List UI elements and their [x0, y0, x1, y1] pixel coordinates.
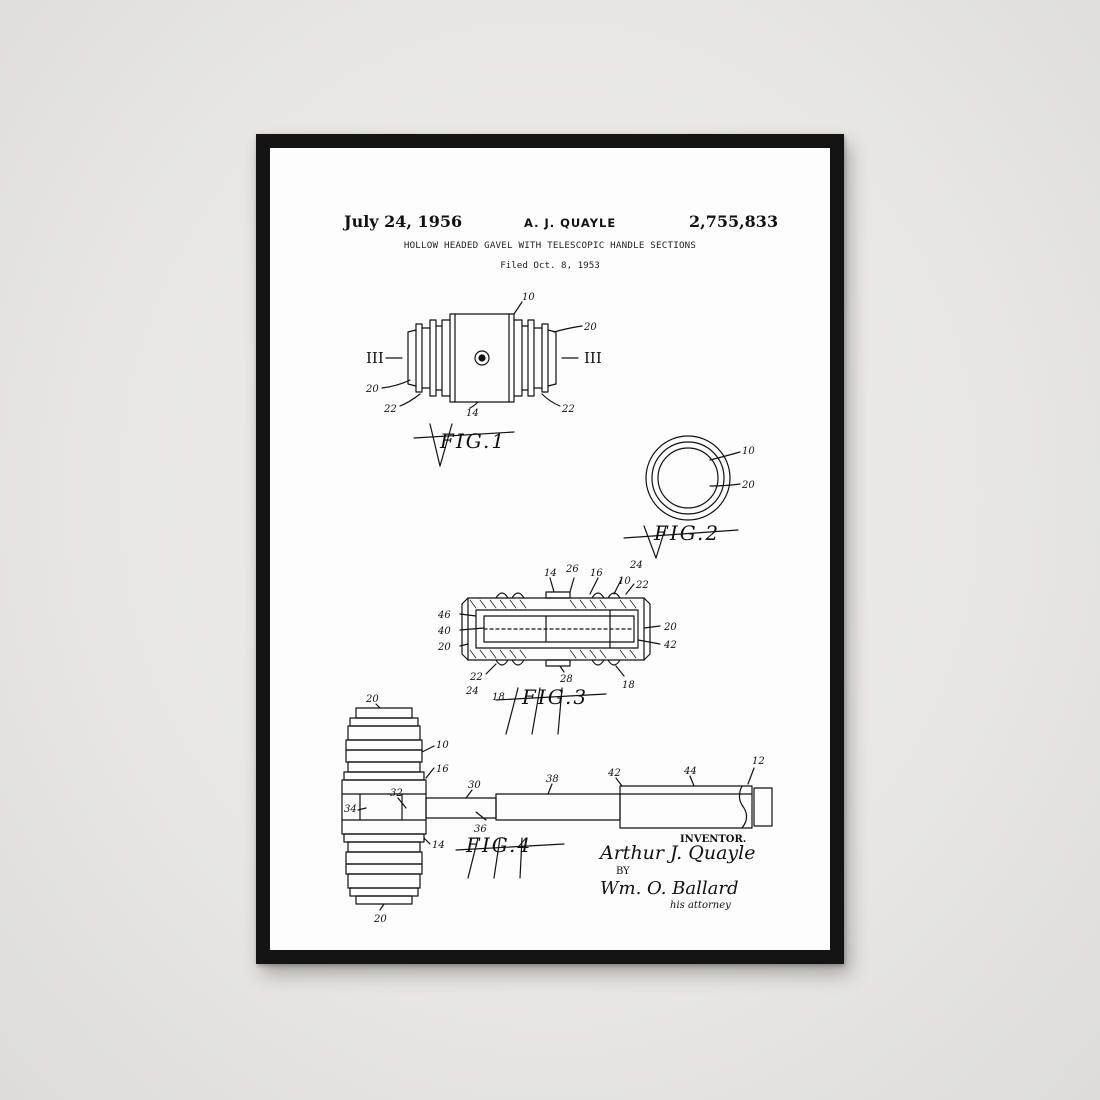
figure-3-gavel-head-section	[459, 577, 661, 677]
fig4-label-32: 32	[390, 788, 403, 799]
fig4-label-12: 12	[752, 756, 765, 767]
fig3-label-20b: 20	[663, 622, 677, 633]
patent-filed-date: Filed Oct. 8, 1953	[500, 260, 600, 271]
fig4-label-36: 36	[474, 824, 487, 835]
fig1-label-22a: 22	[383, 404, 397, 415]
fig1-label-14: 14	[466, 408, 479, 419]
fig2-label-20: 20	[741, 480, 755, 491]
fig2-caption: FIG.2	[653, 521, 720, 545]
fig4-label-44: 44	[683, 766, 697, 777]
fig3-label-18a: 18	[492, 692, 505, 703]
patent-title: HOLLOW HEADED GAVEL WITH TELESCOPIC HAND…	[403, 240, 697, 251]
fig3-label-20a: 20	[437, 642, 451, 653]
fig3-label-46: 46	[437, 610, 451, 621]
fig3-label-26: 26	[565, 564, 579, 575]
fig3-label-18b: 18	[622, 680, 635, 691]
fig1-caption-lines	[413, 423, 515, 467]
fig4-label-16: 16	[436, 764, 449, 775]
fig4-label-42: 42	[607, 768, 621, 779]
fig3-label-40: 40	[437, 626, 451, 637]
fig1-label-22b: 22	[561, 404, 575, 415]
fig4-label-20a: 20	[365, 694, 379, 705]
fig3-label-22b: 22	[469, 672, 483, 683]
fig4-label-14: 14	[432, 840, 445, 851]
poster-frame: July 24, 1956 A. J. QUAYLE 2,755,833 HOL…	[256, 134, 844, 964]
fig3-label-28: 28	[559, 674, 573, 685]
figure-1-gavel-head-side	[381, 301, 583, 409]
fig3-label-22a: 22	[635, 580, 649, 591]
fig4-label-30: 30	[468, 780, 481, 791]
fig1-section-left: III	[366, 349, 384, 367]
fig1-label-10: 10	[522, 292, 535, 303]
fig2-caption-lines	[623, 525, 739, 559]
fig3-label-10: 10	[618, 576, 631, 587]
fig3-label-42: 42	[663, 640, 677, 651]
fig1-label-20a: 20	[583, 322, 597, 333]
fig4-label-34: 34	[344, 804, 357, 815]
inventor-label: INVENTOR.	[680, 834, 747, 845]
patent-drawings: III III 10 20 20 14 22 22 FIG.1 10	[341, 292, 773, 925]
fig3-caption: FIG.3	[521, 685, 588, 709]
by-label: BY	[616, 866, 630, 877]
fig1-label-20b: 20	[365, 384, 379, 395]
patent-number: 2,755,833	[689, 212, 779, 231]
figure-2-gavel-head-end	[645, 435, 741, 521]
fig4-caption-lines	[455, 837, 565, 879]
patent-date: July 24, 1956	[344, 212, 463, 231]
fig4-label-20b: 20	[373, 914, 387, 925]
fig1-section-right: III	[584, 349, 602, 367]
patent-print: July 24, 1956 A. J. QUAYLE 2,755,833 HOL…	[270, 148, 830, 950]
inventor-signature: Arthur J. Quayle	[600, 842, 756, 864]
figure-4-assembled-gavel	[341, 703, 773, 911]
attorney-role: his attorney	[670, 900, 731, 911]
fig1-caption: FIG.1	[439, 429, 506, 453]
fig4-label-38: 38	[546, 774, 559, 785]
fig2-label-10: 10	[742, 446, 755, 457]
fig3-caption-lines	[495, 687, 607, 735]
fig3-label-16: 16	[590, 568, 603, 579]
fig4-label-10: 10	[436, 740, 449, 751]
fig3-label-24b: 24	[465, 686, 479, 697]
fig3-label-24a: 24	[629, 560, 643, 571]
patent-inventor-header: A. J. QUAYLE	[524, 216, 617, 230]
fig3-label-14: 14	[544, 568, 557, 579]
fig4-caption: FIG.4	[465, 833, 532, 857]
attorney-signature: Wm. O. Ballard	[600, 878, 739, 899]
